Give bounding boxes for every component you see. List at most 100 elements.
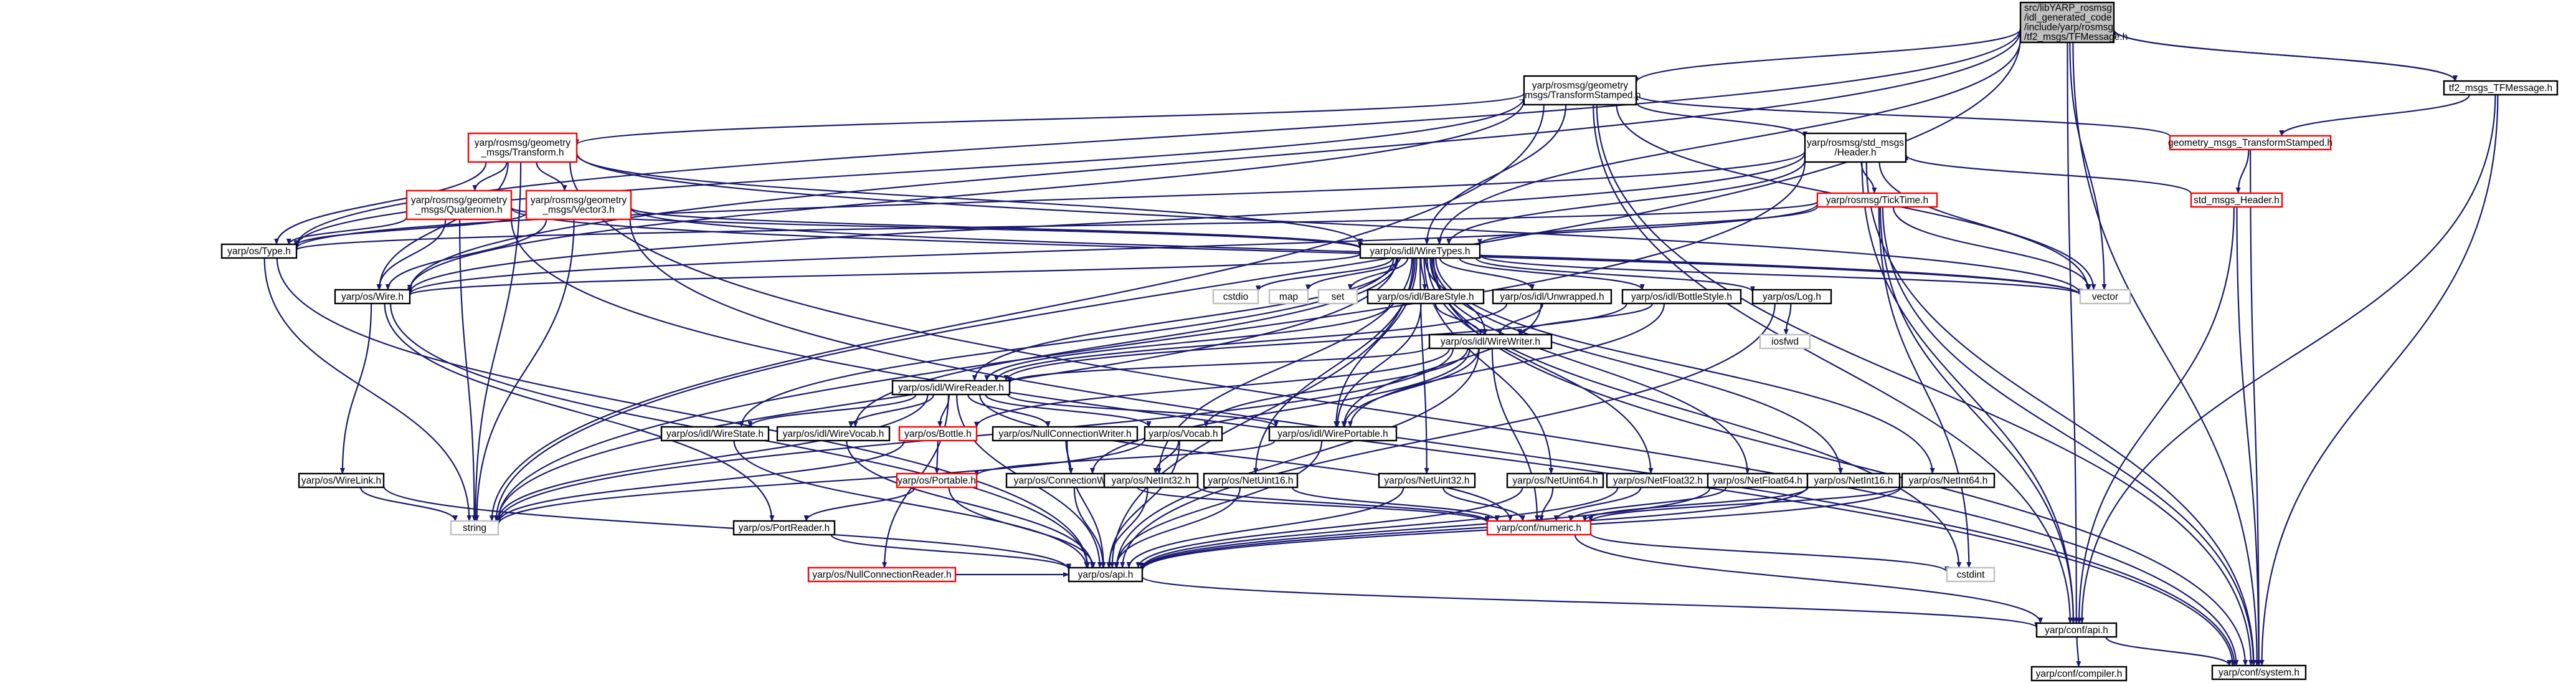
header-node-std-msgs-header[interactable]: std_msgs_Header.h <box>2190 192 2283 208</box>
node-box <box>2019 1 2115 44</box>
header-node-wireportable-h[interactable]: yarp/os/idl/WirePortable.h <box>1268 426 1398 442</box>
dependency-edge <box>496 161 1806 522</box>
header-node-vector: vector <box>2079 289 2131 305</box>
dependency-edge <box>286 216 408 245</box>
header-node-portable-h[interactable]: yarp/os/Portable.h <box>896 472 978 489</box>
header-node-unwrapped-h[interactable]: yarp/os/idl/Unwrapped.h <box>1492 289 1612 305</box>
node-label-line: yarp/os/Wire.h <box>341 292 404 302</box>
header-node-conf-compiler-h[interactable]: yarp/conf/compiler.h <box>2030 666 2128 682</box>
dependency-edge <box>2250 149 2261 666</box>
dependency-edge <box>1431 257 1962 568</box>
header-node-wirewriter-h[interactable]: yarp/os/idl/WireWriter.h <box>1428 333 1553 350</box>
dependency-edge <box>1878 161 2096 290</box>
header-node-netfloat64-h[interactable]: yarp/os/NetFloat64.h <box>1707 472 1809 489</box>
dependency-edge <box>2259 94 2499 666</box>
dependency-edge <box>1135 487 1523 568</box>
header-node-log-h[interactable]: yarp/os/Log.h <box>1751 289 1832 305</box>
header-node-transformstamped-h[interactable]: yarp/rosmsg/geometry_msgs/TransformStamp… <box>1519 75 1641 106</box>
dependency-edge <box>830 534 1071 570</box>
node-box <box>405 189 513 221</box>
node-label-line: yarp/os/idl/WirePortable.h <box>1277 429 1388 439</box>
header-node-type-h[interactable]: yarp/os/Type.h <box>220 243 298 259</box>
header-node-vocab-h[interactable]: yarp/os/Vocab.h <box>1144 426 1223 442</box>
header-node-wirereader-h[interactable]: yarp/os/idl/WireReader.h <box>891 380 1011 396</box>
dependency-edge <box>1634 29 2022 84</box>
dependency-edge <box>2076 206 2235 624</box>
node-label-line: yarp/os/PortReader.h <box>739 523 830 533</box>
header-node-wirestate-h[interactable]: yarp/os/idl/WireState.h <box>660 426 770 442</box>
header-nodes: src/libYARP_rosmsg/idl_generated_code/in… <box>220 1 2559 682</box>
header-node-bottlestyle-h[interactable]: yarp/os/idl/BottleStyle.h <box>1621 289 1742 305</box>
node-label-line: vector <box>2092 292 2118 302</box>
header-node-wirelink-h[interactable]: yarp/os/WireLink.h <box>298 472 385 489</box>
node-label-line: yarp/rosmsg/TickTime.h <box>1826 195 1928 206</box>
node-label-line: src/libYARP_rosmsg <box>2024 3 2112 14</box>
dependency-edge <box>1114 440 1323 568</box>
header-node-barestyle-h[interactable]: yarp/os/idl/BareStyle.h <box>1366 289 1485 305</box>
header-node-netint32-h[interactable]: yarp/os/NetInt32.h <box>1103 472 1199 489</box>
dependency-edge <box>974 440 1276 477</box>
node-box <box>1946 566 1996 583</box>
header-node-netint64-h[interactable]: yarp/os/NetInt64.h <box>1901 472 1996 489</box>
dependency-edge <box>1439 257 1535 290</box>
node-box <box>2190 192 2283 208</box>
dependency-edge <box>1865 161 2256 666</box>
header-node-bottle-h[interactable]: yarp/os/Bottle.h <box>898 426 978 442</box>
node-box <box>1901 472 1996 489</box>
header-node-conf-numeric-h[interactable]: yarp/conf/numeric.h <box>1486 520 1592 536</box>
node-box <box>450 520 500 536</box>
header-node-wirevocab-h[interactable]: yarp/os/idl/WireVocab.h <box>776 426 891 442</box>
header-node-wiretypes-h[interactable]: yarp/os/idl/WireTypes.h <box>1359 243 1481 259</box>
header-node-wire-h[interactable]: yarp/os/Wire.h <box>334 289 411 305</box>
dependency-edge <box>510 218 2235 666</box>
header-node-netfloat32-h[interactable]: yarp/os/NetFloat32.h <box>1606 472 1710 489</box>
header-node-root[interactable]: src/libYARP_rosmsg/idl_generated_code/in… <box>2019 1 2128 44</box>
node-label-line: _msgs/Quaternion.h <box>415 205 503 216</box>
header-node-quaternion-h[interactable]: yarp/rosmsg/geometry_msgs/Quaternion.h <box>405 189 513 221</box>
node-box <box>2030 666 2128 682</box>
header-node-string: string <box>450 520 500 536</box>
header-node-std-header-h[interactable]: yarp/rosmsg/std_msgs/Header.h <box>1804 132 1907 163</box>
node-label-line: yarp/rosmsg/std_msgs <box>1807 138 1904 148</box>
dependency-edge <box>1442 487 1525 522</box>
header-node-netint16-h[interactable]: yarp/os/NetInt16.h <box>1806 472 1901 489</box>
dependency-edge <box>385 219 547 290</box>
dependency-edge <box>1517 303 1654 335</box>
header-node-conf-api-h[interactable]: yarp/conf/api.h <box>2035 622 2118 638</box>
dependency-edge <box>359 487 458 522</box>
header-node-os-api-h[interactable]: yarp/os/api.h <box>1068 566 1144 583</box>
header-node-geom-transformstamped[interactable]: geometry_msgs_TransformStamped.h <box>2168 135 2332 151</box>
header-node-transform-h[interactable]: yarp/rosmsg/geometry_msgs/Transform.h <box>467 132 578 163</box>
node-box <box>1816 192 1938 208</box>
node-box <box>220 243 298 259</box>
node-label-line: set <box>1332 292 1345 302</box>
node-box <box>2079 289 2131 305</box>
header-node-conf-system-h[interactable]: yarp/conf/system.h <box>2211 664 2307 681</box>
dependency-edge <box>294 212 528 247</box>
dependency-edge <box>2079 94 2496 624</box>
node-box <box>1486 520 1592 536</box>
node-label-line: yarp/rosmsg/geometry <box>475 138 571 148</box>
header-node-set: set <box>1317 289 1358 305</box>
dependency-edge <box>1553 487 1642 522</box>
header-node-ticktime-h[interactable]: yarp/rosmsg/TickTime.h <box>1816 192 1938 208</box>
dependency-edge <box>733 440 1089 568</box>
node-box <box>807 566 957 583</box>
dependency-edge <box>496 438 1146 525</box>
header-node-nullconnreader-h[interactable]: yarp/os/NullConnectionReader.h <box>807 566 957 583</box>
dependency-edge <box>472 161 508 191</box>
node-label-line: yarp/os/ConnectionWriter.h <box>1014 475 1130 486</box>
dependency-edge <box>1126 487 1404 568</box>
header-node-vector3-h[interactable]: yarp/rosmsg/geometry_msgs/Vector3.h <box>525 189 632 221</box>
header-node-netuint16-h[interactable]: yarp/os/NetUint16.h <box>1203 472 1299 489</box>
header-node-portreader-h[interactable]: yarp/os/PortReader.h <box>732 520 836 536</box>
dependency-edge <box>747 394 917 427</box>
header-node-nullconnwriter-h[interactable]: yarp/os/NullConnectionWriter.h <box>992 426 1139 442</box>
header-node-netuint32-h[interactable]: yarp/os/NetUint32.h <box>1378 472 1476 489</box>
dependency-edge <box>569 161 2239 666</box>
header-node-netuint64-h[interactable]: yarp/os/NetUint64.h <box>1506 472 1604 489</box>
dependency-edge <box>1120 303 1776 568</box>
node-box <box>1428 333 1553 350</box>
header-node-tf2-tfmessage[interactable]: tf2_msgs_TFMessage.h <box>2443 80 2559 96</box>
dependency-edge <box>1903 154 2192 194</box>
